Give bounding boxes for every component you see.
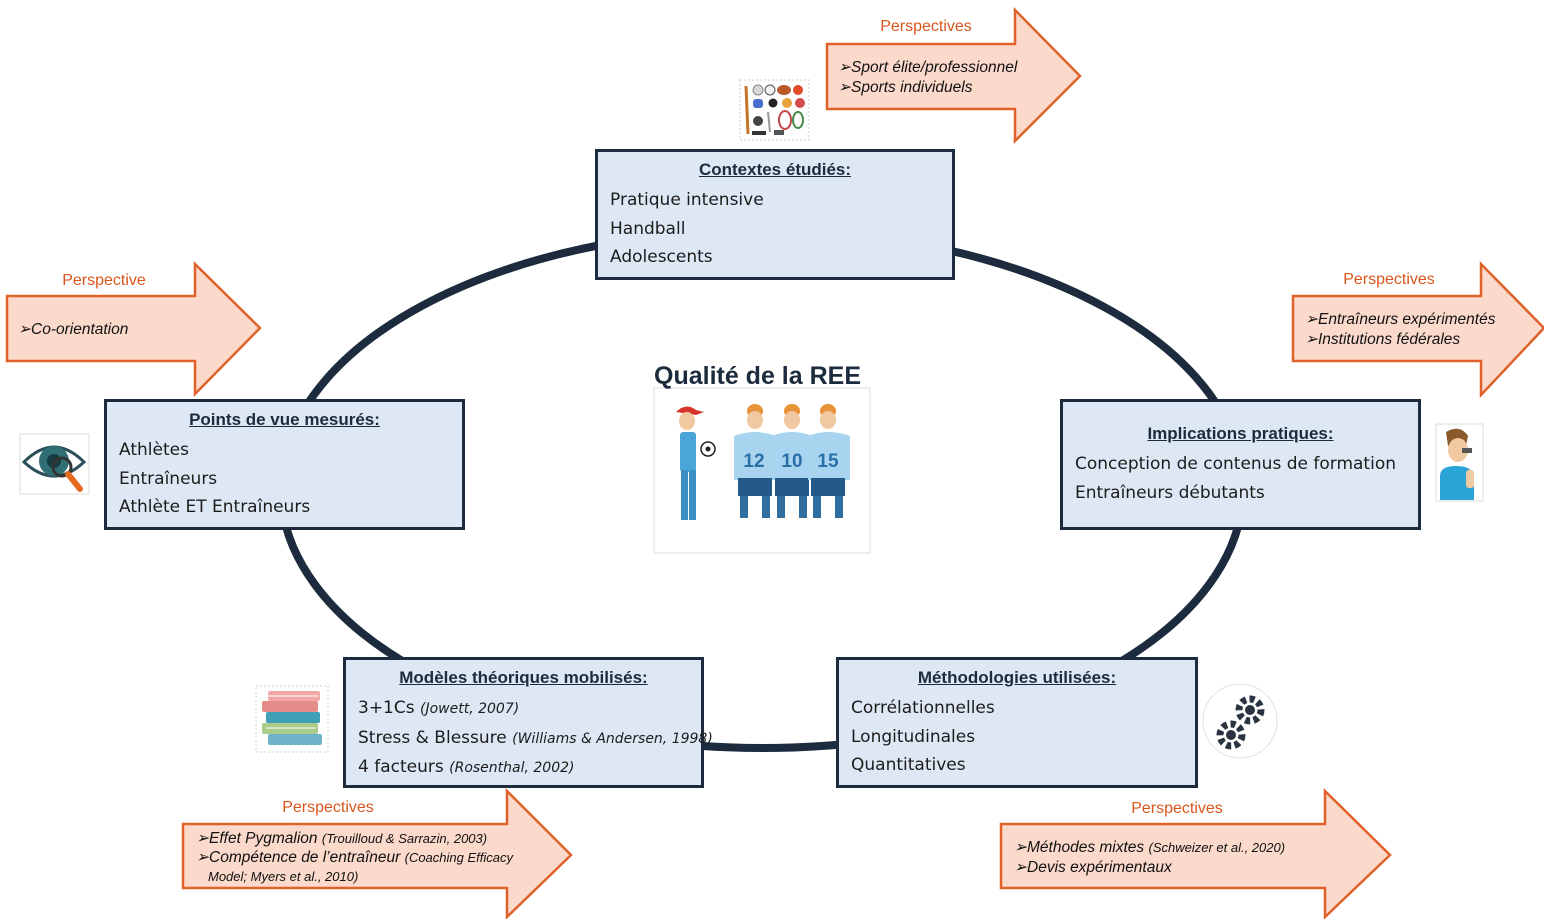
arrow-bottom-left	[181, 787, 573, 919]
coach-whistle-icon	[1435, 423, 1484, 502]
model-reference: (Williams & Andersen, 1998)	[512, 730, 713, 747]
perspective-item: ➢Méthodes mixtes (Schweizer et al., 2020…	[1014, 839, 1286, 856]
perspective-list-left: ➢Co-orientation	[18, 320, 128, 340]
perspective-label-bottom-left: Perspectives	[282, 799, 374, 816]
box-methodologies-line: Corrélationnelles	[851, 698, 995, 718]
model-reference: (Jowett, 2007)	[420, 701, 520, 717]
jersey-number-3: 15	[817, 451, 839, 472]
center-title: Qualité de la REE	[654, 362, 862, 390]
model-name: 4 facteurs	[358, 757, 444, 777]
box-points-title: Points de vue mesurés:	[189, 410, 380, 429]
perspective-item: ➢Institutions fédérales	[1305, 331, 1461, 348]
box-modeles-line: 4 facteurs (Rosenthal, 2002)	[358, 753, 689, 783]
box-implications-line: Entraîneurs débutants	[1075, 482, 1265, 503]
perspective-label-left: Perspective	[62, 272, 146, 289]
model-reference: (Rosenthal, 2002)	[449, 760, 575, 776]
box-modeles-title: Modèles théoriques mobilisés:	[399, 668, 648, 687]
coach-players-icon: 12 10 15	[653, 387, 871, 554]
box-modeles: Modèles théoriques mobilisés: 3+1Cs (Jow…	[343, 657, 713, 788]
box-methodologies-title: Méthodologies utilisées:	[917, 668, 1117, 687]
box-points-line: Athlète ET Entraîneurs	[119, 497, 311, 517]
perspective-label-bottom-right: Perspectives	[1131, 800, 1223, 817]
box-implications-title: Implications pratiques:	[1147, 424, 1334, 443]
perspective-item: ➢Devis expérimentaux	[1014, 859, 1172, 876]
perspective-item: ➢Compétence de l’entraîneur (Coaching Ef…	[196, 849, 513, 866]
jersey-number-2: 10	[781, 451, 802, 472]
perspective-list-right: ➢Entraîneurs expérimentés ➢Institutions …	[1305, 310, 1495, 350]
model-name: 3+1Cs	[358, 698, 415, 718]
perspective-item: ➢Effet Pygmalion (Trouilloud & Sarrazin,…	[196, 830, 488, 847]
eye-magnifier-icon	[19, 433, 90, 495]
perspective-item: ➢Entraîneurs expérimentés	[1305, 311, 1496, 328]
jersey-number-1: 12	[743, 451, 764, 472]
model-name: Stress & Blessure	[358, 727, 507, 748]
perspective-item: ➢Sports individuels	[838, 79, 973, 96]
arrow-right	[1291, 260, 1544, 399]
box-points-de-vue: Points de vue mesurés: Athlètes Entraîne…	[104, 399, 465, 530]
box-methodologies-line: Longitudinales	[851, 726, 976, 747]
box-points-line: Entraîneurs	[119, 468, 218, 489]
arrow-bottom-right	[999, 788, 1392, 919]
box-contextes: Contextes étudiés: Pratique intensive Ha…	[595, 149, 955, 280]
perspective-item-continuation: Model; Myers et al., 2010)	[208, 869, 359, 884]
perspective-item: ➢Co-orientation	[18, 321, 129, 338]
perspective-list-bottom-right: ➢Méthodes mixtes (Schweizer et al., 2020…	[1014, 838, 1285, 878]
box-modeles-line: Stress & Blessure (Williams & Andersen, …	[358, 724, 713, 754]
box-contextes-line: Adolescents	[610, 247, 713, 267]
box-methodologies: Méthodologies utilisées: Corrélationnell…	[836, 657, 1198, 788]
box-contextes-line: Handball	[610, 218, 686, 239]
sports-equipment-icon	[739, 79, 810, 141]
box-methodologies-line: Quantitatives	[851, 755, 966, 775]
box-implications: Implications pratiques: Conception de co…	[1060, 399, 1421, 530]
arrow-left	[5, 261, 262, 398]
box-contextes-line: Pratique intensive	[610, 190, 764, 210]
box-modeles-line: 3+1Cs (Jowett, 2007)	[358, 694, 689, 724]
perspective-label-top: Perspectives	[880, 18, 972, 35]
arrow-top	[825, 6, 1082, 145]
perspective-list-bottom-left: ➢Effet Pygmalion (Trouilloud & Sarrazin,…	[196, 829, 513, 886]
gears-icon	[1202, 683, 1278, 759]
perspective-item: ➢Sport élite/professionnel	[838, 59, 1018, 76]
box-implications-line: Conception de contenus de formation	[1075, 454, 1396, 474]
perspective-list-top: ➢Sport élite/professionnel ➢Sports indiv…	[838, 58, 1017, 98]
books-icon	[255, 685, 329, 753]
box-points-line: Athlètes	[119, 440, 189, 460]
perspective-label-right: Perspectives	[1343, 271, 1435, 288]
box-contextes-title: Contextes étudiés:	[698, 160, 852, 179]
